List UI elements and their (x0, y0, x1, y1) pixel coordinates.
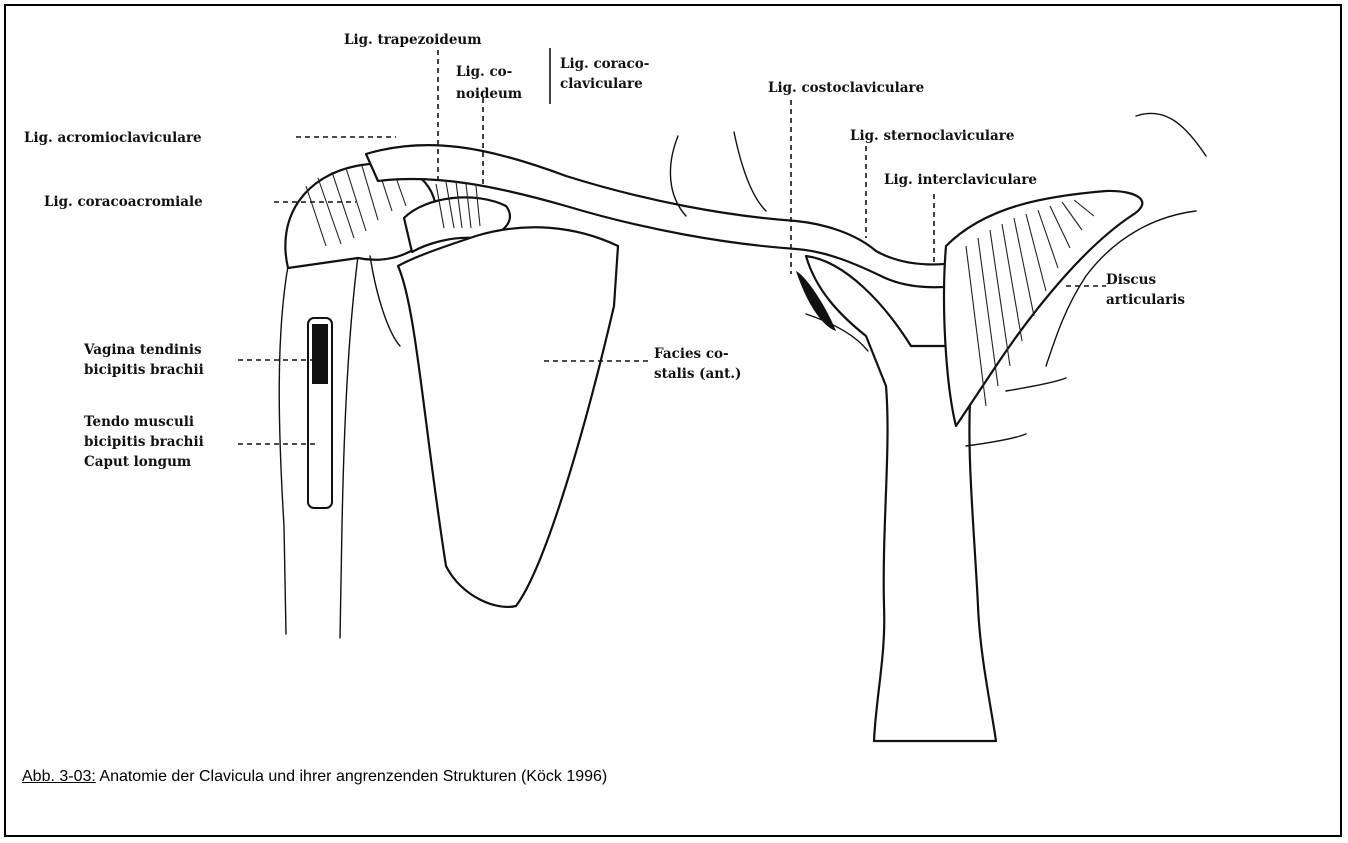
label-lig-conoideum-1: Lig. co- (456, 64, 512, 80)
label-lig-coracoclaviculare-1: Lig. coraco- (560, 56, 649, 72)
label-lig-conoideum-2: noideum (456, 86, 522, 102)
label-caput-longum: Caput longum (84, 454, 191, 470)
label-bicipitis-brachii-2: bicipitis brachii (84, 434, 204, 450)
figure-caption: Abb. 3-03: Anatomie der Clavicula und ih… (22, 768, 607, 786)
label-lig-acromioclaviculare: Lig. acromioclaviculare (24, 130, 202, 146)
label-lig-sternoclaviculare: Lig. sternoclaviculare (850, 128, 1015, 144)
figure-number: Abb. 3-03: (22, 768, 96, 785)
anatomy-drawing (279, 113, 1206, 741)
label-lig-costoclaviculare: Lig. costoclaviculare (768, 80, 924, 96)
label-lig-interclaviculare: Lig. interclaviculare (884, 172, 1037, 188)
label-lig-coracoacromiale: Lig. coracoacromiale (44, 194, 203, 210)
label-lig-trapezoideum: Lig. trapezoideum (344, 32, 482, 48)
label-bicipitis-brachii-1: bicipitis brachii (84, 362, 204, 378)
label-facies-costalis-1: Facies co- (654, 346, 729, 362)
clavicle-anatomy-illustration: Lig. trapezoideum Lig. co- noideum Lig. … (6, 6, 1340, 746)
label-discus-articularis-1: Discus (1106, 272, 1156, 288)
figure-caption-text: Anatomie der Clavicula und ihrer angrenz… (96, 768, 607, 785)
label-discus-articularis-2: articularis (1106, 292, 1185, 308)
figure-frame: Lig. trapezoideum Lig. co- noideum Lig. … (4, 4, 1342, 837)
label-facies-costalis-2: stalis (ant.) (654, 366, 741, 382)
label-tendo-musculi: Tendo musculi (84, 414, 194, 430)
label-lig-coracoclaviculare-2: claviculare (560, 76, 643, 92)
label-vagina-tendinis: Vagina tendinis (83, 342, 202, 358)
